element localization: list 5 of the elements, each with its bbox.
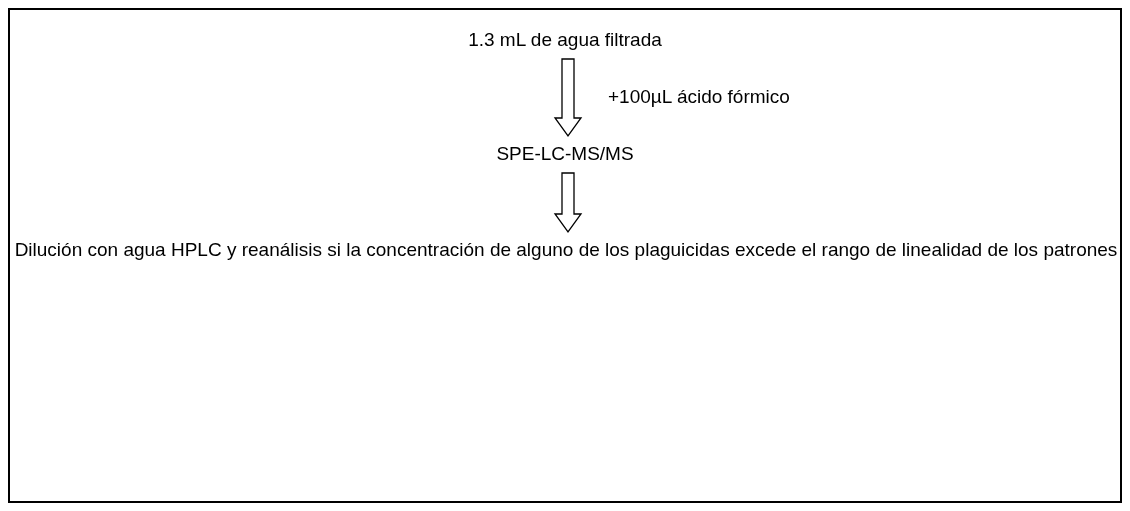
block-arrow bbox=[553, 172, 583, 234]
block-arrow bbox=[553, 58, 583, 138]
step-text: SPE-LC-MS/MS bbox=[430, 140, 700, 167]
step-text: 1.3 mL de agua filtrada bbox=[380, 26, 750, 53]
step-text: Dilución con agua HPLC y reanálisis si la concentración de alguno de los plaguicidas excede el rango de linealidad de los patrones bbox=[10, 236, 1122, 263]
